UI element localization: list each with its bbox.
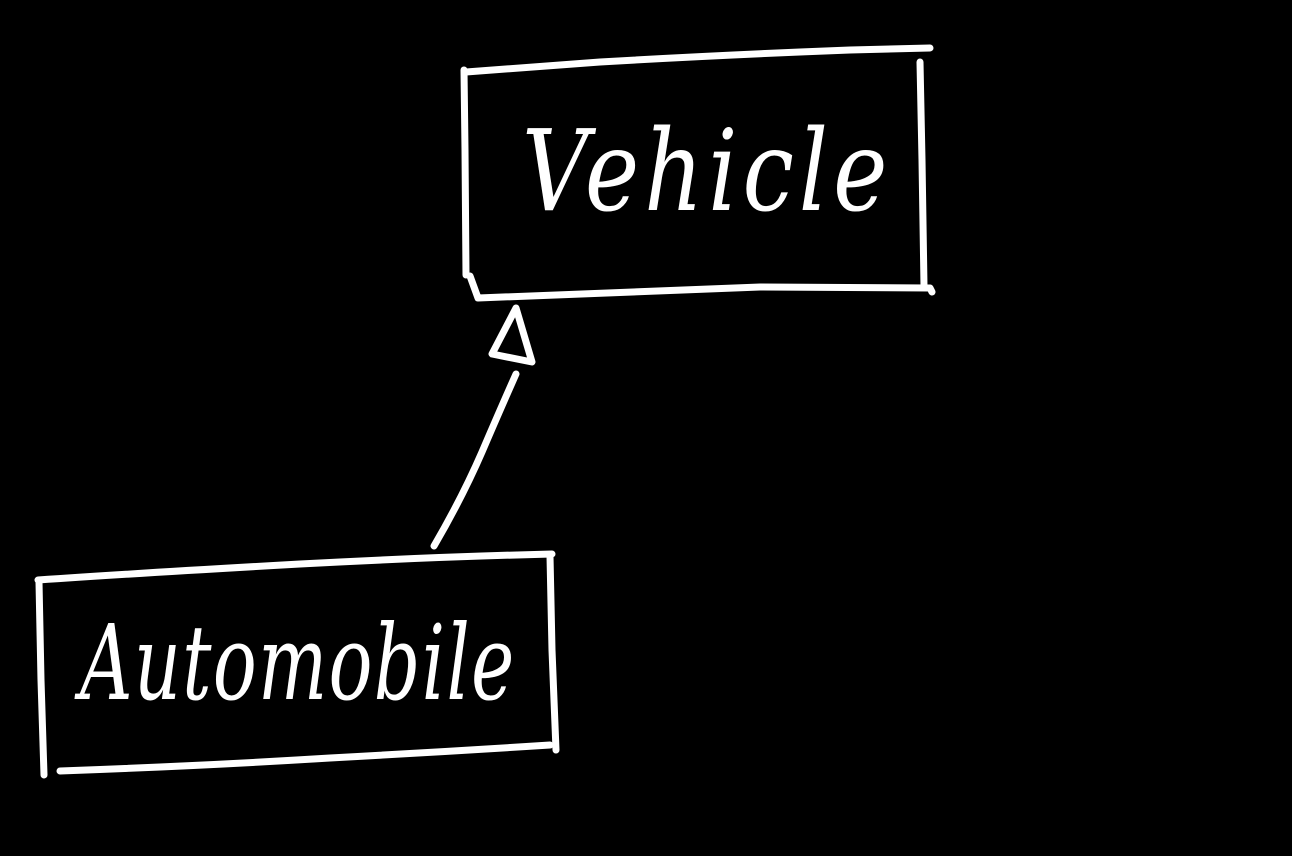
automobile-class-box <box>34 550 560 779</box>
vehicle-class-box <box>460 44 936 302</box>
vehicle-class-name: Vehicle <box>522 107 893 237</box>
automobile-class-name: Automobile <box>80 602 516 724</box>
generalization-arrow <box>430 304 536 550</box>
